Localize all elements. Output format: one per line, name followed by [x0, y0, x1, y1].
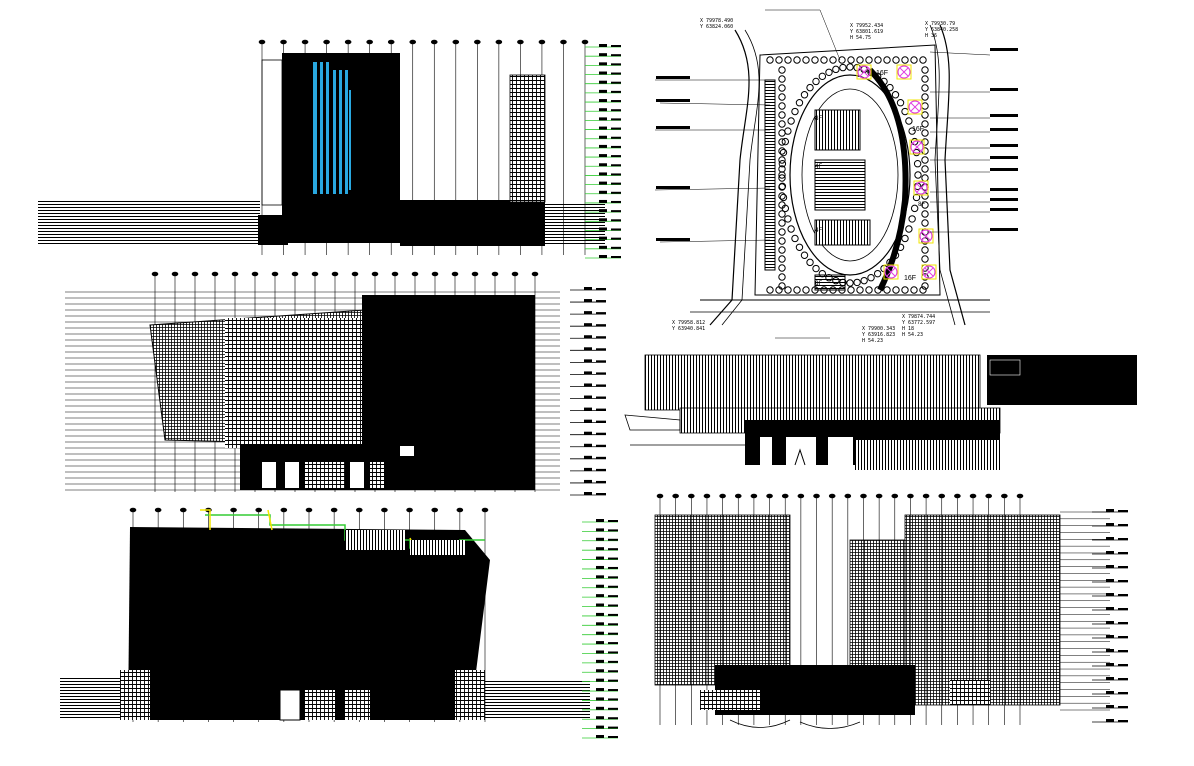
svg-text:Y 63772.597: Y 63772.597 [902, 320, 935, 326]
elevation-bottom-left [60, 507, 618, 739]
tower-label: 16F [876, 70, 888, 77]
tower-label: 16F [904, 275, 916, 282]
svg-text:Y 63824.060: Y 63824.060 [700, 24, 733, 30]
svg-text:Y 63916.823: Y 63916.823 [862, 332, 895, 338]
coord-bottom-mid: X 79900.343 Y 63916.823 H 54.23 [862, 326, 895, 344]
svg-text:X 79952.434: X 79952.434 [850, 23, 883, 29]
svg-text:X 79900.343: X 79900.343 [862, 326, 895, 332]
svg-text:X 79930.79: X 79930.79 [925, 21, 955, 27]
svg-text:Y 63940.841: Y 63940.841 [672, 326, 705, 332]
section-middle-right [624, 354, 1137, 470]
glass-curtain-wall [313, 62, 351, 194]
elevation-top-left [38, 39, 621, 259]
coord-top-mid: X 79952.434 Y 63801.619 H 54.75 [850, 23, 883, 41]
svg-text:Y 63840.258: Y 63840.258 [925, 27, 958, 33]
svg-text:X 79958.812: X 79958.812 [672, 320, 705, 326]
coord-top-right: X 79930.79 Y 63840.258 H 36 [925, 21, 958, 39]
svg-text:X 79874.744: X 79874.744 [902, 314, 935, 320]
svg-text:H 54.23: H 54.23 [902, 332, 923, 338]
block-label: 4F [815, 227, 823, 234]
svg-text:H 54.23: H 54.23 [862, 338, 883, 344]
svg-text:X 79978.490: X 79978.490 [700, 18, 733, 24]
site-plan: 16F 16F 16F 8F 4F 4F 8F 8F X 79978.490 Y… [654, 9, 1018, 344]
elevation-bottom-right [654, 493, 1128, 729]
svg-text:H 36: H 36 [925, 33, 937, 39]
coord-bottom-left: X 79958.812 Y 63940.841 [672, 320, 705, 332]
svg-text:H 54.75: H 54.75 [850, 35, 871, 41]
block-label: 8F [815, 115, 823, 122]
svg-text:H 18: H 18 [902, 326, 914, 332]
coord-bottom-right: X 79874.744 Y 63772.597 H 18 H 54.23 [902, 314, 935, 338]
svg-text:Y 63801.619: Y 63801.619 [850, 29, 883, 35]
block-label: 4F [815, 163, 823, 170]
elevation-middle-left [65, 271, 606, 496]
block-label: 8F [815, 280, 823, 287]
block-label: 8F [918, 201, 926, 208]
tower-label: 16F [912, 126, 924, 133]
coord-top-left: X 79978.490 Y 63824.060 [700, 18, 733, 30]
